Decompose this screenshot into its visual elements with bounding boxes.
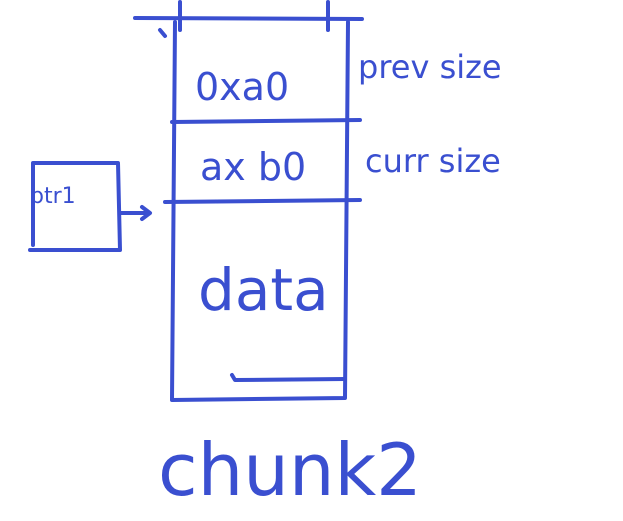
chunk-box: [133, 0, 364, 402]
ptr1-outline: [28, 161, 122, 252]
chunk-outline: [170, 20, 350, 402]
field-divider-2: [163, 198, 362, 204]
prev-size-value: 0xa0: [195, 65, 289, 109]
field-divider-1: [170, 118, 362, 124]
prev-size-label: prev size: [358, 48, 502, 86]
arrow-icon: [118, 205, 152, 221]
curr-size-label: curr size: [365, 142, 501, 180]
curr-size-value: ax b0: [200, 145, 306, 189]
previous-chunk-edges: [158, 0, 330, 38]
data-label: data: [198, 256, 329, 324]
ptr1-box: ptr1: [28, 161, 122, 252]
top-divider: [133, 16, 364, 21]
data-end-mark: [230, 373, 347, 382]
chunk-title: chunk2: [158, 428, 422, 512]
ptr1-label: ptr1: [30, 184, 76, 209]
